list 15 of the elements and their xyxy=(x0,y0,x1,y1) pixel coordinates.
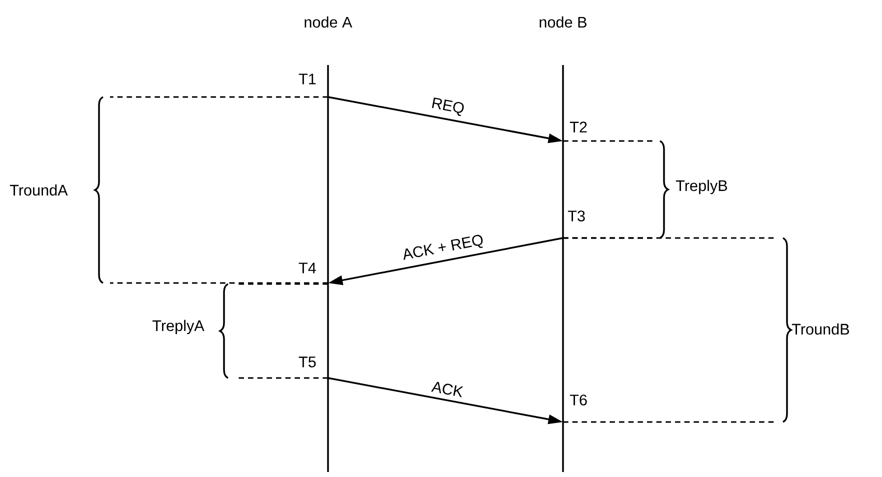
time-label: T2 xyxy=(570,122,587,132)
edge-label: REQ xyxy=(432,97,464,116)
time-label: T4 xyxy=(298,262,316,274)
lifeline-label: node B xyxy=(540,16,586,28)
edge-label: ACK xyxy=(431,382,464,398)
interval-label: TroundA xyxy=(10,184,68,196)
time-label: T6 xyxy=(570,394,587,406)
lifeline-label: node A xyxy=(304,16,352,28)
time-label: T1 xyxy=(298,74,316,84)
interval-label: TroundB xyxy=(792,323,850,335)
interval-label: TreplyA xyxy=(152,320,204,334)
time-label: T5 xyxy=(298,356,316,368)
edge-label: ACK + REQ xyxy=(404,234,483,260)
interval-label: TreplyB xyxy=(676,180,728,194)
time-label: T3 xyxy=(568,210,585,222)
